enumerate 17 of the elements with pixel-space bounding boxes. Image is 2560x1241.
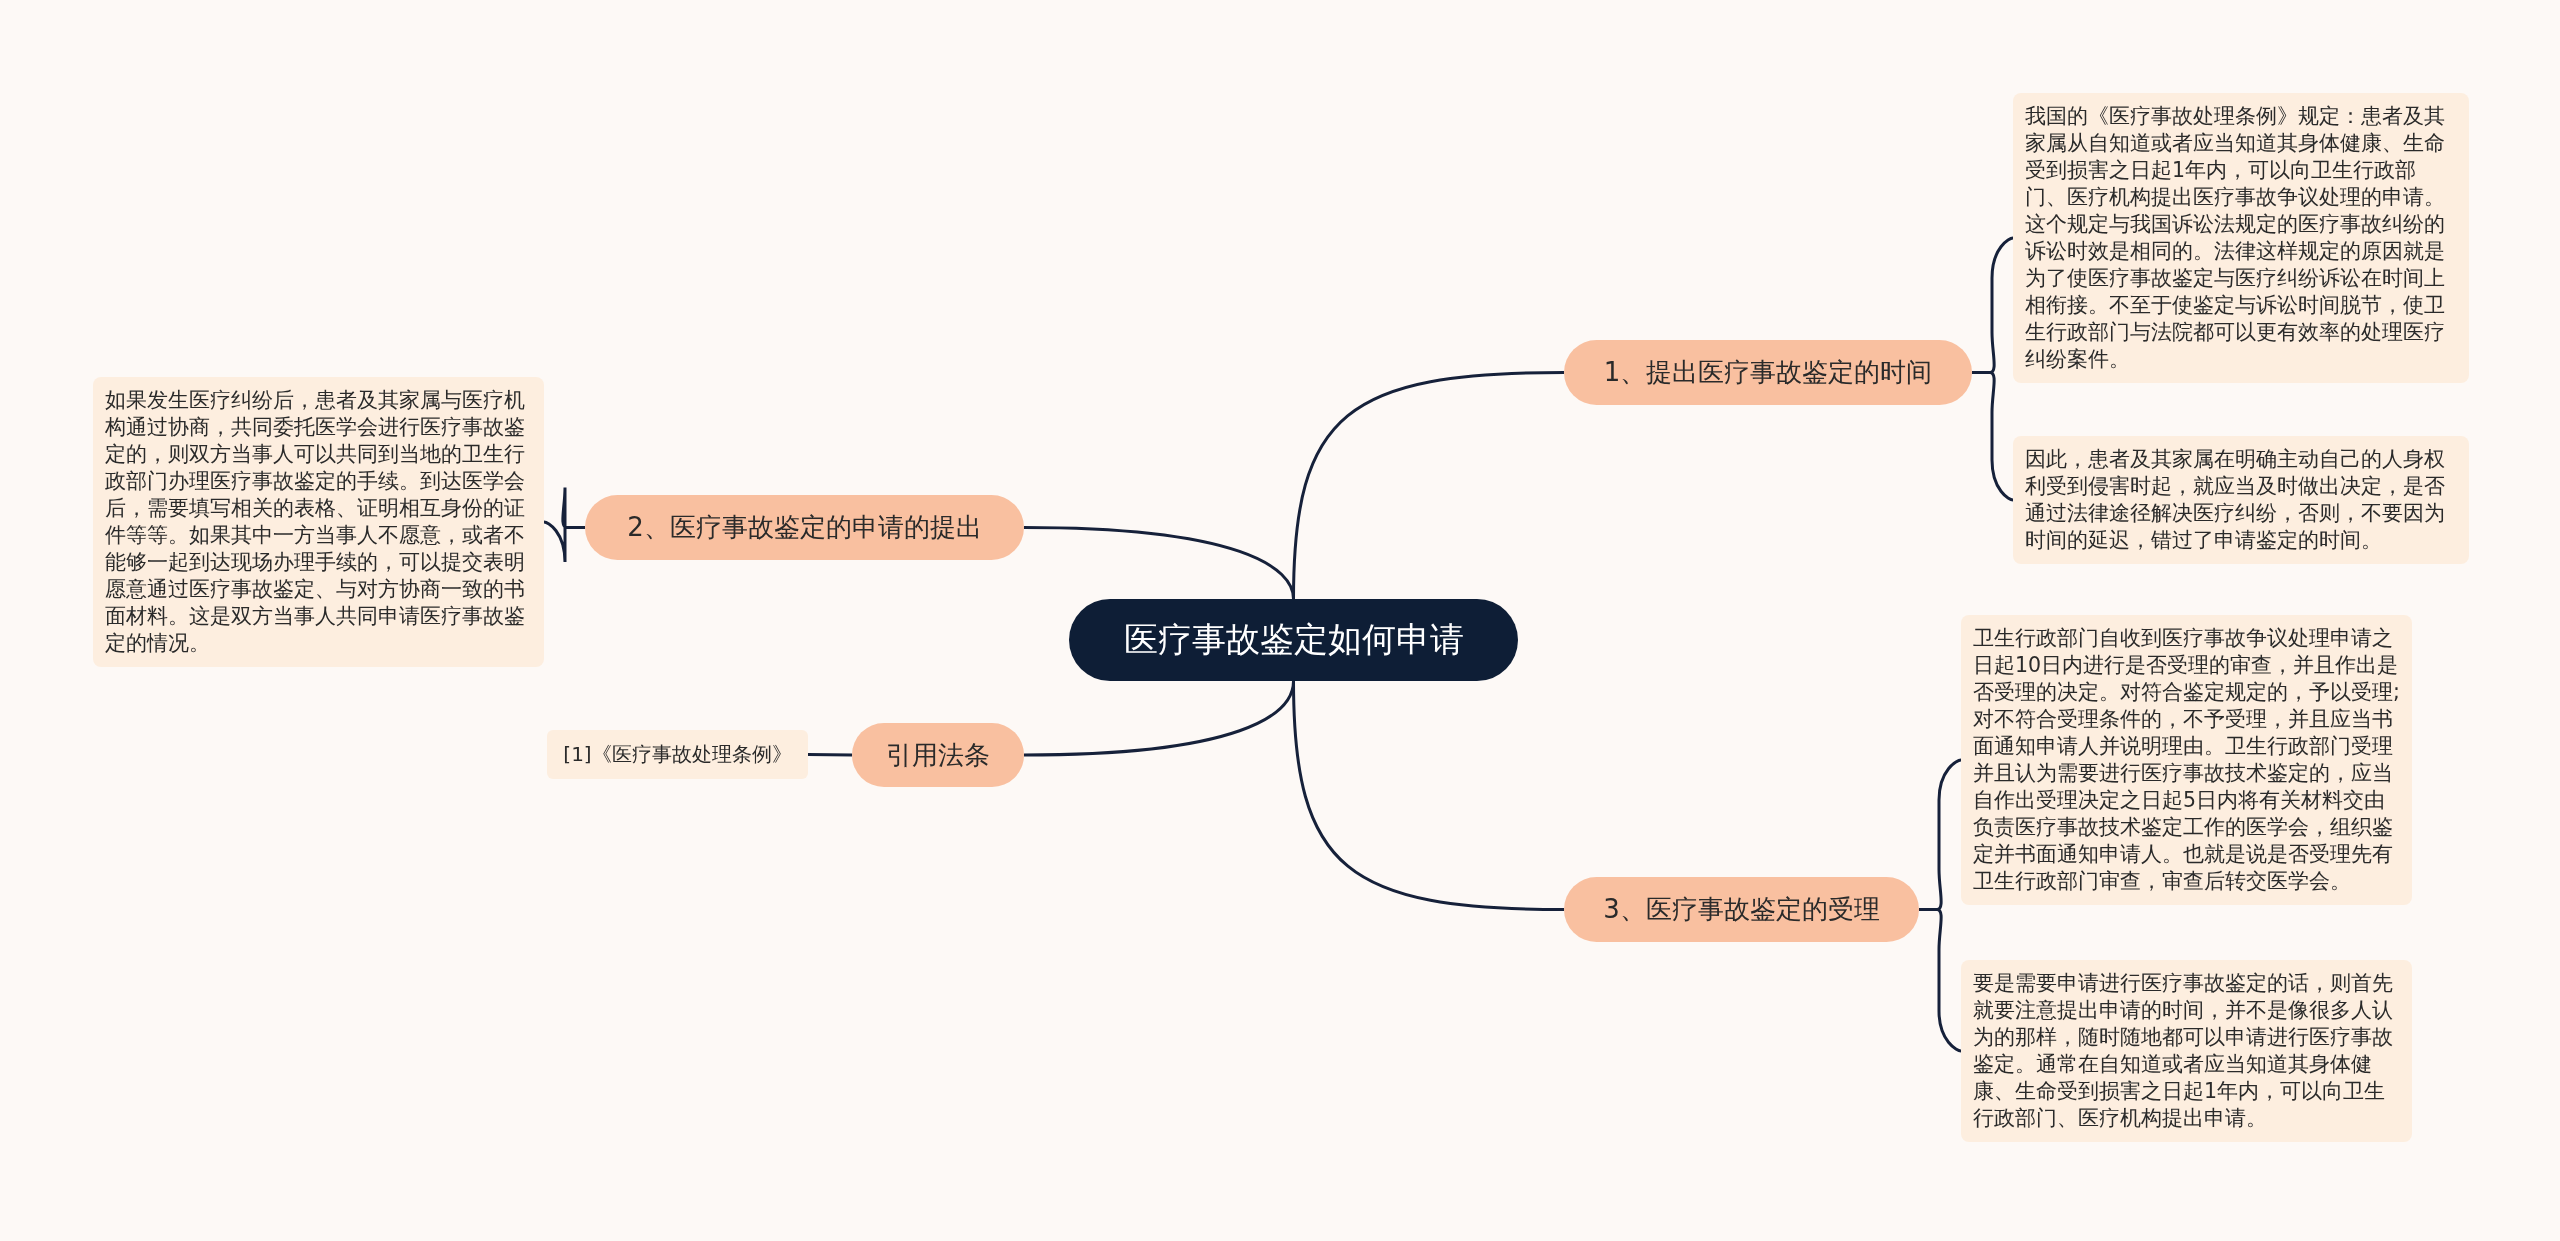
- connector-line: [1023, 526, 1295, 600]
- text-card: 我国的《医疗事故处理条例》规定：患者及其家属从自知道或者应当知道其身体健康、生命受到损害之日起1年内，可以向卫生行政部门、医疗机构提出医疗事故争议处理的申请。这个规定与我国诉讼法规定的医疗事故纠纷的诉讼时效是相同的。法律这样规定的原因就是为了使医疗事故鉴定与医疗纠纷诉讼在时间上相衔接。不至于使鉴定与诉讼时间脱节，使卫生行政部门与法院都可以更有效率的处理医疗纠纷案件。: [2013, 93, 2469, 383]
- topic-pill: 引用法条: [852, 723, 1024, 787]
- connector-line: [543, 486, 585, 564]
- text-card: 卫生行政部门自收到医疗事故争议处理申请之日起10日内进行是否受理的审查，并且作出是否受理的决定。对符合鉴定规定的，予以受理;对不符合受理条件的，不予受理，并且应当书面通知申请人并说明理由。卫生行政部门受理并且认为需要进行医疗事故技术鉴定的，应当自作出受理决定之日起5日内将有关材料交由负责医疗事故技术鉴定工作的医学会，组织鉴定并书面通知申请人。也就是说是否受理先有卫生行政部门审查，审查后转交医学会。: [1961, 615, 2412, 905]
- connector-line: [1972, 371, 2014, 502]
- text-card: 要是需要申请进行医疗事故鉴定的话，则首先就要注意提出申请的时间，并不是像很多人认为的那样，随时随地都可以申请进行医疗事故鉴定。通常在自知道或者应当知道其身体健康、生命受到损害之日起1年内，可以向卫生行政部门、医疗机构提出申请。: [1961, 960, 2412, 1142]
- reference-tag: [1]《医疗事故处理条例》: [547, 730, 808, 779]
- topic-pill: 3、医疗事故鉴定的受理: [1564, 877, 1919, 942]
- text-card: 因此，患者及其家属在明确主动自己的人身权利受到侵害时起，就应当及时做出决定，是否通过法律途径解决医疗纠纷，否则，不要因为时间的延迟，错过了申请鉴定的时间。: [2013, 436, 2469, 564]
- topic-pill: 2、医疗事故鉴定的申请的提出: [585, 495, 1024, 560]
- central-topic: 医疗事故鉴定如何申请: [1069, 599, 1518, 681]
- connector-line: [1919, 908, 1962, 1053]
- topic-pill: 1、提出医疗事故鉴定的时间: [1564, 340, 1972, 405]
- connector-line: [808, 753, 852, 757]
- text-card: 如果发生医疗纠纷后，患者及其家属与医疗机构通过协商，共同委托医学会进行医疗事故鉴定的，则双方当事人可以共同到当地的卫生行政部门办理医疗事故鉴定的手续。到达医学会后，需要填写相关的表格、证明相互身份的证件等等。如果其中一方当事人不愿意，或者不能够一起到达现场办理手续的，可以提交表明愿意通过医疗事故鉴定、与对方协商一致的书面材料。这是双方当事人共同申请医疗事故鉴定的情况。: [93, 377, 544, 667]
- connector-line: [1023, 680, 1295, 757]
